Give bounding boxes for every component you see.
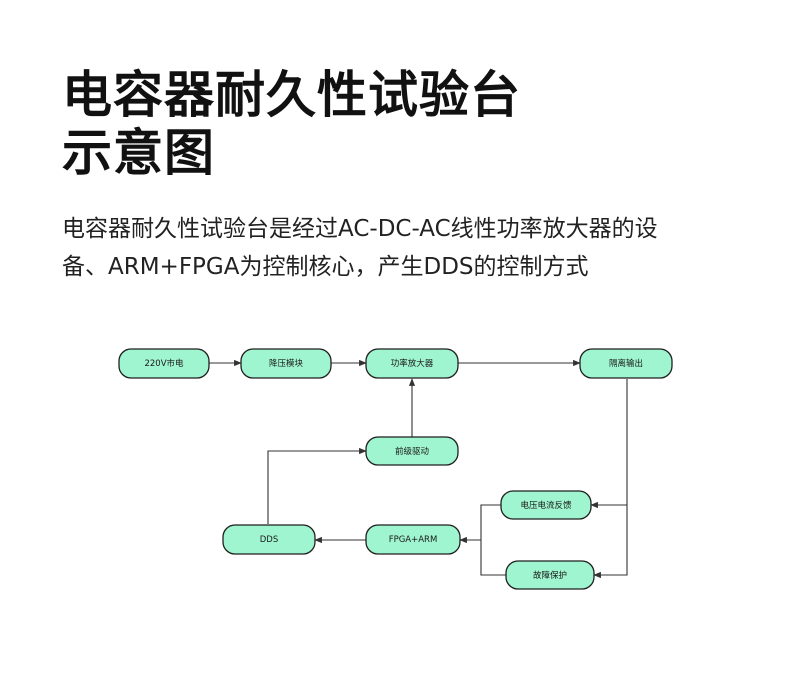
- page-title-line2: 示意图: [62, 124, 215, 182]
- node-pre-driver: 前级驱动: [365, 436, 459, 466]
- node-pre-driver-label: 前级驱动: [395, 446, 430, 457]
- node-dds-label: DDS: [260, 535, 279, 545]
- node-step-down-label: 降压模块: [269, 358, 304, 369]
- page-title: 电容器耐久性试验台 示意图: [62, 66, 521, 182]
- edge-output-to-protect: [593, 505, 628, 579]
- node-feedback: 电压电流反馈: [500, 490, 592, 520]
- node-power-amp-label: 功率放大器: [391, 358, 434, 369]
- edge-protect-to-fpga: [480, 540, 506, 576]
- description-line2: 备、ARM+FPGA为控制核心，产生DDS的控制方式: [62, 254, 589, 280]
- node-isolated-output: 隔离输出: [579, 348, 673, 379]
- edge-output-to-feedback: [590, 379, 628, 509]
- edge-dds-to-predriver: [267, 447, 367, 524]
- description-line1: 电容器耐久性试验台是经过AC-DC-AC线性功率放大器的设: [62, 216, 658, 242]
- node-fault-protect: 故障保护: [505, 560, 595, 590]
- node-feedback-label: 电压电流反馈: [520, 500, 572, 511]
- node-fpga-arm: FPGA+ARM: [365, 524, 461, 555]
- node-mains-label: 220V市电: [144, 358, 184, 369]
- node-fault-protect-label: 故障保护: [533, 570, 567, 581]
- node-step-down: 降压模块: [240, 348, 332, 379]
- node-power-amp: 功率放大器: [365, 348, 459, 379]
- node-fpga-arm-label: FPGA+ARM: [389, 535, 438, 545]
- node-isolated-output-label: 隔离输出: [609, 358, 643, 369]
- page-title-line1: 电容器耐久性试验台: [62, 66, 521, 124]
- node-dds: DDS: [222, 524, 316, 555]
- description: 电容器耐久性试验台是经过AC-DC-AC线性功率放大器的设 备、ARM+FPGA…: [62, 210, 752, 286]
- node-mains: 220V市电: [118, 348, 210, 379]
- edge-feedback-to-fpga: [459, 504, 501, 544]
